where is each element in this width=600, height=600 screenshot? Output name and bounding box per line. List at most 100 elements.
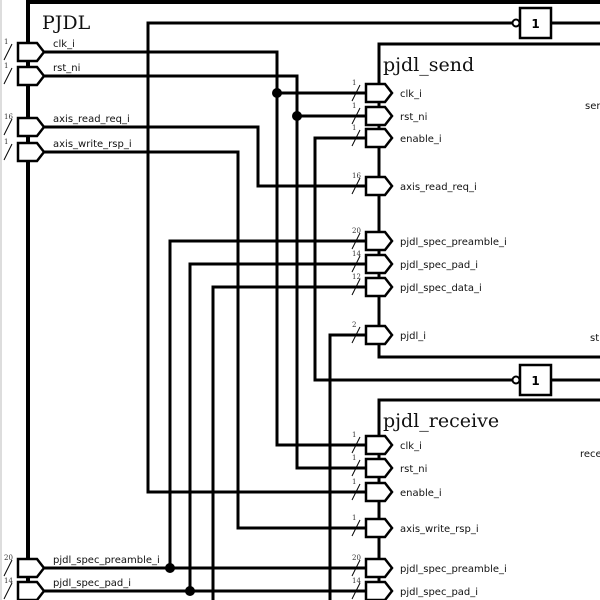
port-shape	[16, 116, 46, 138]
pjdl-input-port[interactable]: 1 rst_ni	[3, 62, 80, 87]
junction-dot	[272, 88, 282, 98]
port-shape	[364, 557, 394, 579]
send-output-label: sen	[585, 101, 600, 112]
bus-width-slash	[351, 129, 361, 147]
port-label: axis_write_rsp_i	[400, 524, 479, 535]
port-shape	[16, 557, 46, 579]
pjdl-receive-module[interactable]	[377, 398, 600, 600]
bus-width-label: 14	[4, 577, 13, 585]
wire-pjdl-i	[328, 333, 366, 600]
bus-width-slash	[351, 177, 361, 195]
bus-width-slash	[351, 519, 361, 537]
wire-data-send	[211, 285, 366, 600]
port-label: rst_ni	[400, 464, 427, 475]
wire-axis-read-req	[43, 125, 366, 188]
port-label: pjdl_spec_preamble_i	[400, 237, 507, 248]
junction-dot	[185, 586, 195, 596]
bus-width-label: 1	[352, 478, 356, 486]
port-shape	[16, 41, 46, 63]
port-shape	[364, 517, 394, 539]
junction-dot	[165, 563, 175, 573]
bus-width-label: 20	[4, 554, 13, 562]
port-label: enable_i	[400, 488, 442, 499]
send-input-port[interactable]: 20 pjdl_spec_preamble_i	[351, 227, 507, 252]
port-label: axis_read_req_i	[53, 114, 130, 125]
receive-input-port[interactable]: 1 enable_i	[351, 478, 442, 503]
bus-width-label: 1	[352, 431, 356, 439]
pjdl-send-module[interactable]	[377, 42, 600, 359]
bus-width-label: 1	[352, 79, 356, 87]
inverter-box	[518, 6, 553, 40]
port-label: pjdl_spec_pad_i	[400, 587, 478, 598]
bus-width-label: 1	[352, 124, 356, 132]
port-shape	[364, 105, 394, 127]
bus-width-label: 20	[352, 227, 361, 235]
send-input-port[interactable]: 1 clk_i	[351, 79, 422, 104]
port-label: pjdl_spec_preamble_i	[53, 555, 160, 566]
port-shape	[364, 457, 394, 479]
bus-width-label: 14	[352, 250, 361, 258]
port-label: axis_read_req_i	[400, 182, 477, 193]
send-input-port[interactable]: 14 pjdl_spec_pad_i	[351, 250, 478, 275]
inverter-bubble	[511, 18, 521, 28]
bus-width-slash	[351, 107, 361, 125]
bus-width-label: 1	[352, 102, 356, 110]
port-shape	[364, 481, 394, 503]
wire-preamble-send	[168, 239, 366, 568]
bus-width-label: 16	[4, 113, 13, 121]
receive-input-port[interactable]: 1 clk_i	[351, 431, 422, 456]
bus-width-label: 16	[352, 172, 361, 180]
port-shape	[364, 230, 394, 252]
bus-width-slash	[351, 559, 361, 577]
pjdl-title: PJDL	[42, 12, 91, 34]
junction-dot	[292, 111, 302, 121]
bus-width-slash	[351, 459, 361, 477]
port-label: rst_ni	[53, 63, 80, 74]
wire-axis-write-rsp	[43, 150, 366, 530]
bus-width-slash	[3, 582, 13, 600]
bus-width-slash	[351, 84, 361, 102]
send-input-port[interactable]: 16 axis_read_req_i	[351, 172, 477, 197]
port-label: clk_i	[53, 39, 75, 50]
pjdl-input-port[interactable]: 20 pjdl_spec_preamble_i	[3, 554, 160, 579]
port-label: clk_i	[400, 89, 422, 100]
pjdl-receive-title: pjdl_receive	[383, 410, 499, 432]
port-shape	[16, 580, 46, 600]
port-label: pjdl_spec_pad_i	[400, 260, 478, 271]
bus-width-slash	[351, 326, 361, 344]
inverter-label: 1	[531, 374, 539, 388]
bus-width-label: 1	[4, 38, 8, 46]
inverter-label: 1	[531, 17, 539, 31]
wires	[43, 21, 600, 600]
inverter-gate[interactable]: 1	[511, 6, 553, 40]
port-shape	[364, 175, 394, 197]
pjdl-input-port[interactable]: 16 axis_read_req_i	[3, 113, 130, 138]
bus-width-label: 20	[352, 554, 361, 562]
port-shape	[364, 324, 394, 346]
port-shape	[364, 82, 394, 104]
port-shape	[364, 434, 394, 456]
receive-input-port[interactable]: 14 pjdl_spec_pad_i	[351, 577, 478, 600]
wire-pad-send	[188, 262, 366, 591]
pjdl-input-port[interactable]: 1 clk_i	[3, 38, 75, 63]
pjdl-send-title: pjdl_send	[383, 54, 474, 76]
bus-width-slash	[351, 232, 361, 250]
port-label: clk_i	[400, 441, 422, 452]
port-shape	[16, 65, 46, 87]
bus-width-slash	[3, 559, 13, 577]
bus-width-label: 1	[4, 62, 8, 70]
inverter-gate[interactable]: 1	[511, 363, 553, 397]
bus-width-slash	[351, 582, 361, 600]
port-label: axis_write_rsp_i	[53, 139, 132, 150]
bus-width-slash	[351, 483, 361, 501]
bus-width-label: 14	[352, 577, 361, 585]
